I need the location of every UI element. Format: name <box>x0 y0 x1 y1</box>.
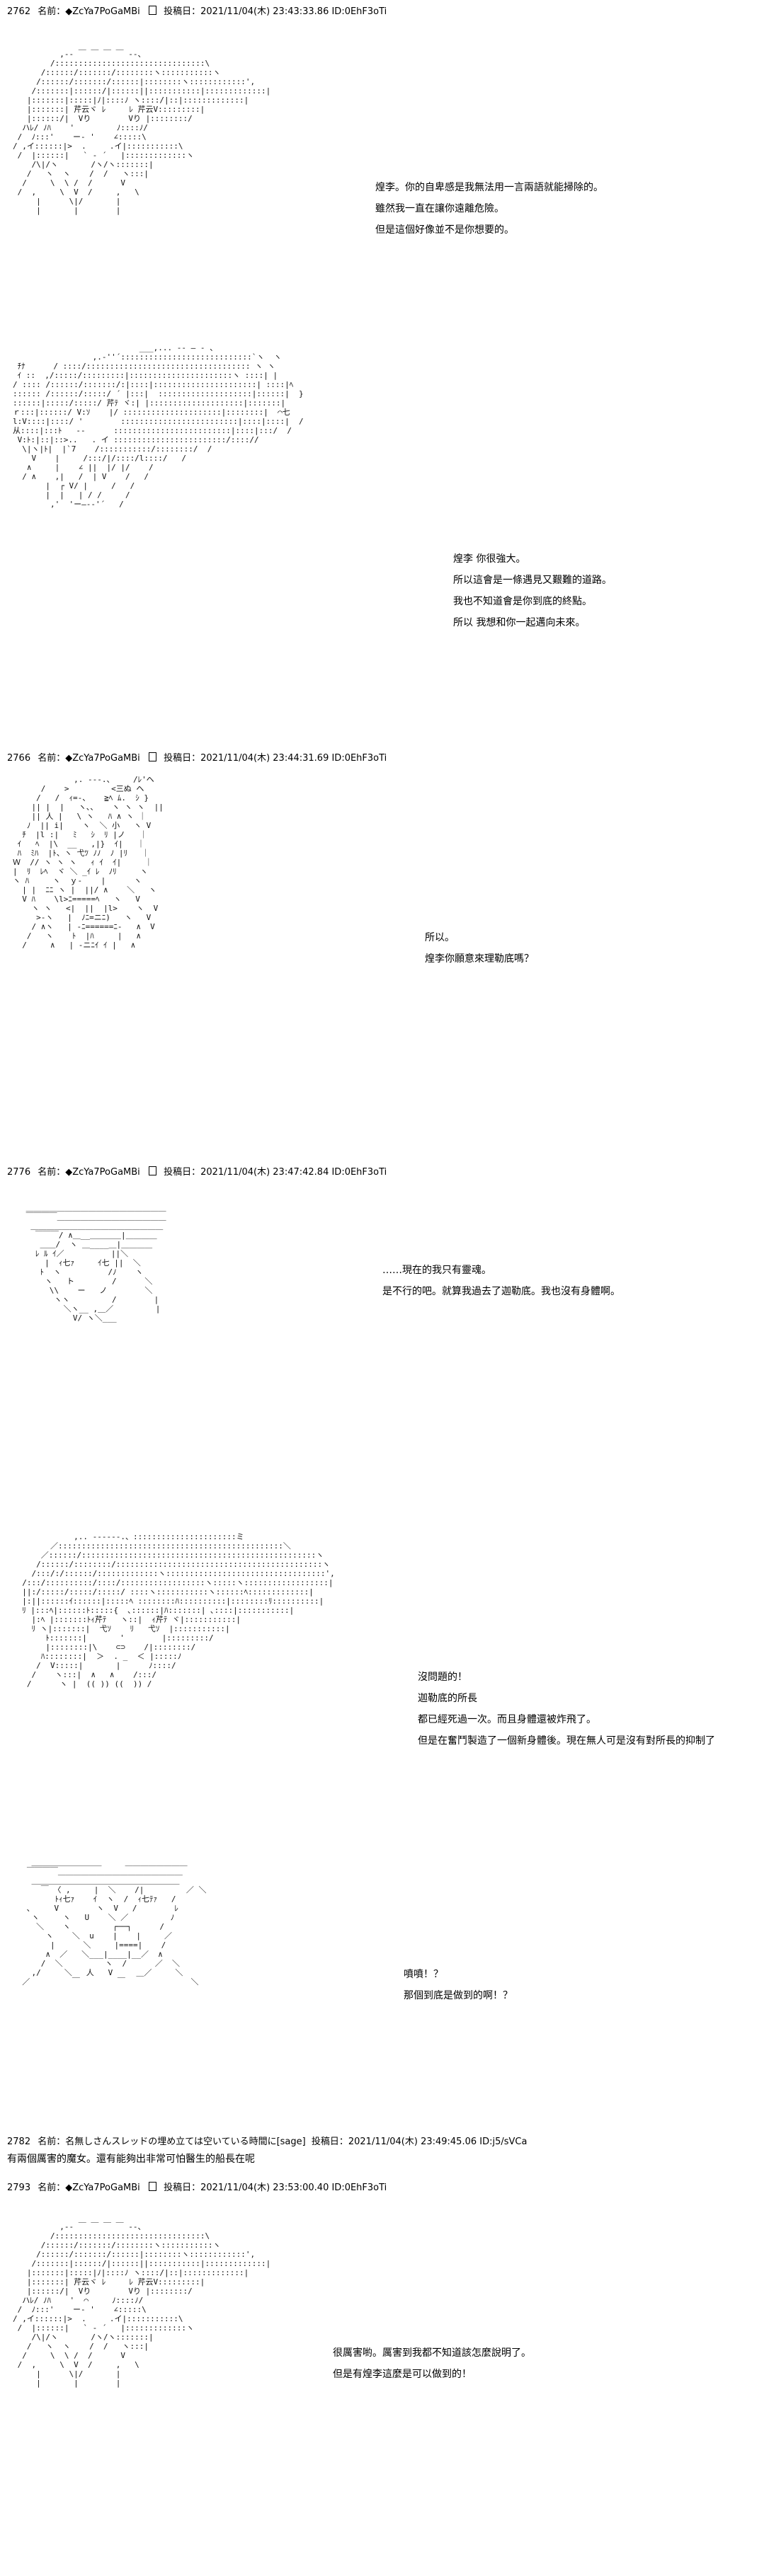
box-glyph <box>148 2182 156 2191</box>
post-date: 投稿日：2021/11/04(木) 23:53:00.40 ID:0EhF3oT… <box>164 2183 387 2193</box>
poster-name: 名前：◆ZcYa7PoGaMBi <box>38 2183 140 2193</box>
dialog-line: 迦勒底的所長 <box>418 1693 477 1704</box>
dialog-block: 很厲害喲。厲害到我都不知道該怎麼說明了。 但是有煌李這麼是可以做到的！ <box>333 2342 531 2385</box>
ascii-art-boy-hat: ＿＿＿＿＿＿＿＿＿＿＿＿＿＿＿＿＿＿ ￣￣￣￣＿＿＿＿＿＿＿＿＿＿＿＿＿＿ ＿＿… <box>25 1203 166 1323</box>
dialog-line: 我也不知道會是你到底的終點。 <box>453 596 592 607</box>
post-header: 2762 名前：◆ZcYa7PoGaMBi 投稿日：2021/11/04(木) … <box>7 6 387 18</box>
dialog-block: 煌李 你很強大。 所以這會是一條遇見又艱難的道路。 我也不知道會是你到底的終點。… <box>453 548 612 633</box>
post-date: 投稿日：2021/11/04(木) 23:44:31.69 ID:0EhF3oT… <box>164 753 387 764</box>
dialog-block: 沒問題的！ 迦勒底的所長 都已經死過一次。而且身體還被炸飛了。 但是在奮鬥製造了… <box>418 1667 715 1752</box>
post-number: 2793 <box>7 2183 31 2193</box>
dialog-line: 煌李。你的自卑感是我無法用一言兩語就能掃除的。 <box>375 182 603 193</box>
post-date: 投稿日：2021/11/04(木) 23:43:33.86 ID:0EhF3oT… <box>164 6 387 17</box>
post-header: 2782 名前：名無しさんスレッドの埋め立ては空いている時間に[sage] 投稿… <box>7 2136 527 2149</box>
dialog-line: 但是有煌李這麼是可以做到的！ <box>333 2369 472 2380</box>
dialog-line: 都已經死過一次。而且身體還被炸飛了。 <box>418 1714 596 1725</box>
dialog-line: 是不行的吧。就算我過去了迦勒底。我也沒有身體啊。 <box>382 1286 620 1297</box>
post-date: 投稿日：2021/11/04(木) 23:49:45.06 ID:j5/sVCa <box>311 2137 528 2147</box>
dialog-line: 但是在奮鬥製造了一個新身體後。現在無人可是沒有對所長的抑制了 <box>418 1735 715 1747</box>
post-number: 2782 <box>7 2137 31 2147</box>
dialog-line: 很厲害喲。厲害到我都不知道該怎麼說明了。 <box>333 2347 531 2359</box>
ascii-art-embrace: ___,... -‐ ― - 、 ,.‐''´:::::::::::::::::… <box>13 343 304 509</box>
dialog-block: 煌李。你的自卑感是我無法用一言兩語就能掃除的。 雖然我一直在讓你遠離危險。 但是… <box>375 177 603 241</box>
dialog-line: 所以這會是一條遇見又艱難的道路。 <box>453 575 612 586</box>
box-glyph <box>148 1166 156 1175</box>
dialog-line: 但是這個好像並不是你想要的。 <box>375 224 514 236</box>
dialog-line: 那個到底是做到的啊！？ <box>404 1990 513 2001</box>
box-glyph <box>148 6 156 15</box>
post-header: 2776 名前：◆ZcYa7PoGaMBi 投稿日：2021/11/04(木) … <box>7 1166 387 1179</box>
dialog-line: 煌李你願意來理勒底嗎？ <box>425 953 534 965</box>
ascii-art-boy-surprised: ＿＿＿＿＿＿＿＿＿ ＿＿＿＿＿＿＿＿ ￣￣￣￣＿＿＿＿＿＿＿＿＿＿＿＿＿＿＿＿ … <box>22 1858 207 1986</box>
post-date: 投稿日：2021/11/04(木) 23:47:42.84 ID:0EhF3oT… <box>164 1167 387 1178</box>
dialog-block: 噴噴！？ 那個到底是做到的啊！？ <box>404 1964 513 2006</box>
dialog-line: 所以 我想和你一起邁向未來。 <box>453 617 586 628</box>
dialog-block: 所以。 煌李你願意來理勒底嗎？ <box>425 927 534 970</box>
dialog-line: 雖然我一直在讓你遠離危險。 <box>375 203 504 214</box>
poster-name: 名前：◆ZcYa7PoGaMBi <box>38 753 140 764</box>
dialog-line: 沒問題的！ <box>418 1672 467 1683</box>
post-header: 2766 名前：◆ZcYa7PoGaMBi 投稿日：2021/11/04(木) … <box>7 752 387 765</box>
dialog-line: 煌李 你很強大。 <box>453 553 526 565</box>
post-number: 2776 <box>7 1167 31 1178</box>
ascii-art-hand-reach: ,. ---.、 /ﾚ'ヘ / > <三ぬ ヘ / / ｨ=-、 ≧ﾍ ﾑ. ｼ… <box>13 775 164 950</box>
comment-text: 有兩個厲害的魔女。還有能夠出非常可怕醫生的船長在呢 <box>7 2154 255 2165</box>
ascii-art-girl-excited: ,.. ---‐‐-.、::::::::::::::::::::::ミ ／:::… <box>22 1532 335 1689</box>
poster-name: 名前：◆ZcYa7PoGaMBi <box>38 1167 140 1178</box>
post-number: 2766 <box>7 753 31 764</box>
poster-name: 名前：名無しさんスレッドの埋め立ては空いている時間に[sage] <box>38 2137 306 2147</box>
dialog-block: ……現在的我只有靈魂。 是不行的吧。就算我過去了迦勒底。我也沒有身體啊。 <box>382 1260 620 1302</box>
poster-name: 名前：◆ZcYa7PoGaMBi <box>38 6 140 17</box>
dialog-line: 所以。 <box>425 932 455 943</box>
dialog-line: 噴噴！？ <box>404 1969 443 1980</box>
post-number: 2762 <box>7 6 31 17</box>
dialog-line: ……現在的我只有靈魂。 <box>382 1265 491 1276</box>
ascii-art-girl-2: ,-‐ ￣ ￣ ￣ ￣ ‐-、 /:::::::::::::::::::::::… <box>13 2222 271 2388</box>
box-glyph <box>148 752 156 761</box>
post-header: 2793 名前：◆ZcYa7PoGaMBi 投稿日：2021/11/04(木) … <box>7 2182 387 2195</box>
ascii-art-girl-1: ,-‐ ￣ ￣ ￣ ￣ ‐-、 /:::::::::::::::::::::::… <box>13 50 271 215</box>
